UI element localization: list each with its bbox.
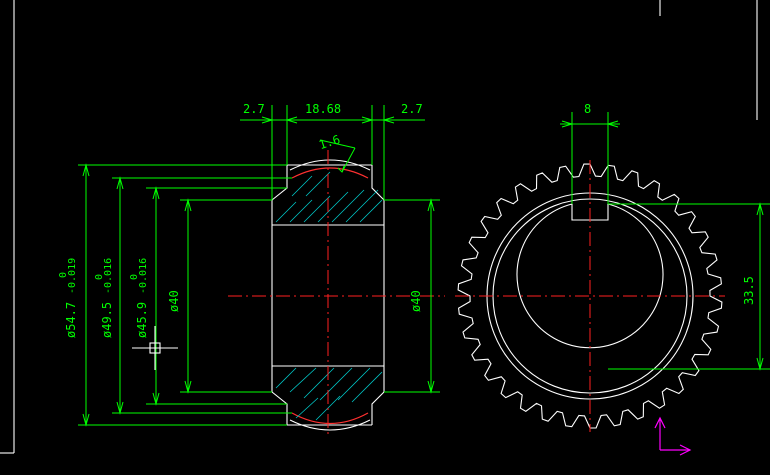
bore-right-label: ø40 xyxy=(409,290,423,312)
keyway-dimensions: 8 33.5 xyxy=(560,102,770,371)
pitch-circle xyxy=(486,192,694,400)
face-width-label: 18.68 xyxy=(305,102,341,116)
diameter-dimensions xyxy=(78,163,440,427)
tip-diameter-tol-upper: 0 xyxy=(58,272,69,278)
tip-diameter-label: ø54.7 xyxy=(64,302,78,338)
bore-left-label: ø40 xyxy=(167,290,181,312)
drawing-frame xyxy=(0,0,758,454)
width-dimensions xyxy=(240,105,425,200)
root-diameter-tol-upper: 0 xyxy=(129,274,140,280)
pitch-diameter-tol-upper: 0 xyxy=(94,274,105,280)
gear-teeth-outline xyxy=(457,163,723,429)
crosshair-cursor-icon xyxy=(132,326,178,370)
dimension-texts-left: 2.7 18.68 2.7 1.6 ø54.7 0 -0.019 ø49.5 0… xyxy=(58,102,423,338)
ucs-axis-icon xyxy=(654,416,692,456)
right-chamfer-label: 2.7 xyxy=(401,102,423,116)
bore-with-keyway xyxy=(516,203,664,349)
pitch-diameter-tol-lower: -0.016 xyxy=(103,258,114,294)
pitch-diameter-label: ø49.5 xyxy=(100,302,114,338)
keyway-depth-label: 33.5 xyxy=(742,276,756,305)
root-diameter-tol-lower: -0.016 xyxy=(138,258,149,294)
left-chamfer-label: 2.7 xyxy=(243,102,265,116)
tip-diameter-tol-lower: -0.019 xyxy=(67,258,78,294)
hatch-top xyxy=(275,171,383,223)
root-diameter-label: ø45.9 xyxy=(135,302,149,338)
hatch-bottom xyxy=(275,367,383,421)
keyway-width-label: 8 xyxy=(584,102,591,116)
end-view xyxy=(455,160,725,432)
groove-radius-label: 1.6 xyxy=(317,132,342,152)
